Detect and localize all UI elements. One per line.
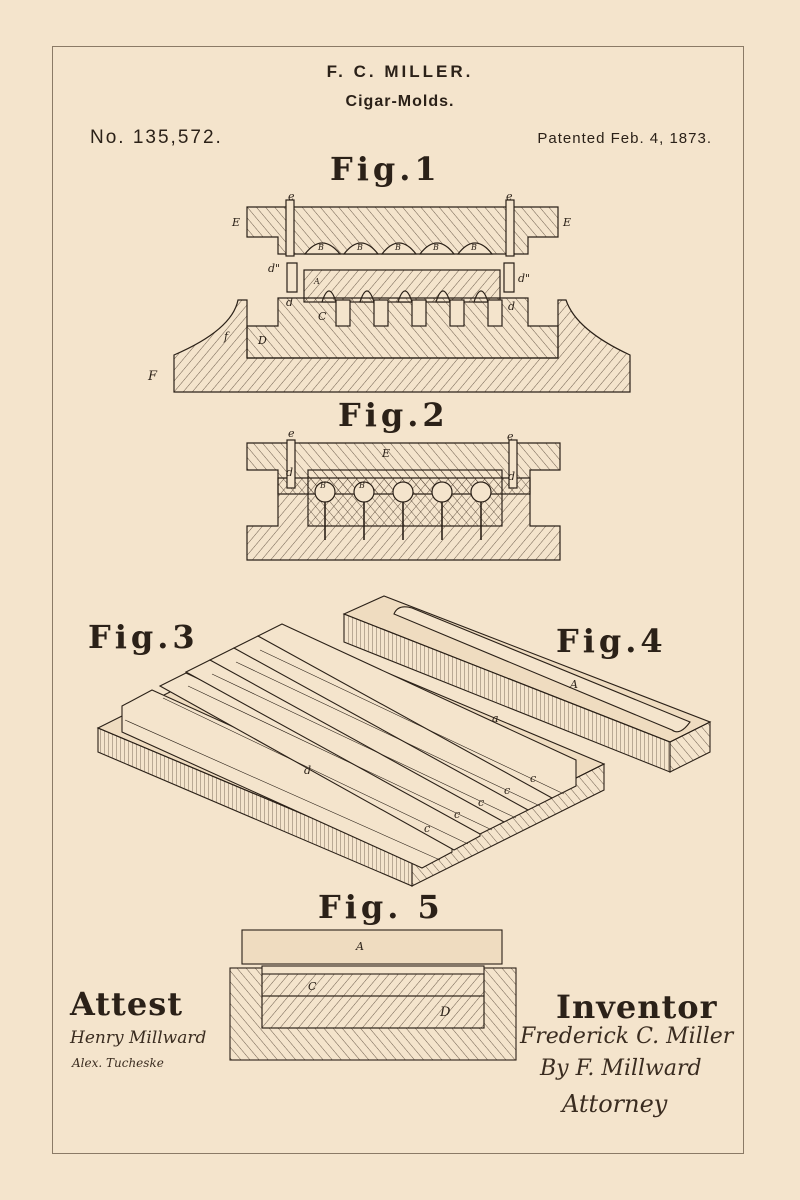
fig1-letter: E — [562, 216, 571, 229]
attest-heading: Attest — [70, 985, 183, 1023]
fig3-letter: c — [478, 796, 484, 809]
fig1-letter: B — [394, 243, 401, 252]
fig1-letter: B — [356, 243, 363, 252]
fig1-letter: d — [508, 300, 515, 313]
fig2-letter: e — [288, 427, 295, 440]
fig2-letter: B — [319, 481, 326, 490]
fig3-letter: c — [530, 772, 536, 785]
fig3-letter: c — [424, 822, 430, 835]
fig2-letter: e — [507, 430, 514, 443]
fig5-label: Fig. 5 — [318, 888, 444, 926]
fig2-letter: E — [381, 447, 390, 460]
fig5-drawing — [229, 929, 517, 1061]
fig1-letters: e e E E B B B B B d" d" A d d C f D F — [147, 190, 571, 384]
fig3-label: Fig.3 — [88, 618, 199, 656]
inventor-heading: Inventor — [556, 988, 718, 1026]
fig3-letter: c — [454, 808, 460, 821]
fig1-letter: B — [432, 243, 439, 252]
fig5-letters: A C D — [308, 940, 451, 1020]
witness-signature: Henry Millward — [70, 1028, 207, 1048]
inventor-name: F. C. MILLER. — [326, 62, 474, 81]
fig3-letter: d — [304, 764, 311, 777]
fig3-drawing — [96, 623, 606, 887]
fig4-label: Fig.4 — [556, 622, 667, 660]
fig3-letters: d c c c c c — [304, 764, 536, 835]
fig3-letter: c — [504, 784, 510, 797]
fig1-letter: E — [231, 216, 240, 229]
fig1-letter: d" — [518, 272, 530, 285]
attorney-role: Attorney — [562, 1090, 668, 1118]
fig5-letter: D — [439, 1005, 451, 1020]
fig1-letter: F — [147, 369, 158, 384]
fig2-letter: d — [286, 466, 293, 479]
fig1-letter: e — [288, 190, 295, 203]
fig1-drawing — [173, 199, 631, 393]
fig4-letters: A a — [492, 678, 578, 725]
patent-date: Patented Feb. 4, 1873. — [537, 130, 712, 147]
fig1-letter: B — [317, 243, 324, 252]
patent-number: No. 135,572. — [90, 127, 223, 148]
fig1-letter: f — [223, 330, 230, 343]
fig2-drawing — [246, 439, 561, 561]
inventor-signature: Frederick C. Miller — [520, 1024, 734, 1049]
fig2-label: Fig.2 — [338, 396, 449, 434]
fig1-letter: A — [313, 277, 320, 286]
fig1-letter: d — [286, 296, 293, 309]
fig2-letter: B — [358, 481, 365, 490]
fig5-letter: C — [308, 980, 317, 993]
attorney-by-line: By F. Millward — [540, 1056, 702, 1081]
fig5-letter: A — [355, 940, 364, 953]
fig2-letter: d — [508, 470, 515, 483]
fig1-letter: d" — [268, 262, 280, 275]
fig3-letter-a: a — [492, 712, 499, 725]
fig1-letter: e — [506, 190, 513, 203]
patent-title: Cigar-Molds. — [345, 93, 455, 110]
sheet-border — [52, 46, 744, 1154]
fig4-letter: A — [569, 678, 578, 691]
fig4-drawing — [342, 595, 712, 773]
fig1-letter: D — [257, 334, 267, 347]
fig1-letter: C — [318, 310, 327, 323]
fig1-label: Fig.1 — [330, 150, 441, 188]
witness-signature: Alex. Tucheske — [72, 1056, 164, 1070]
fig2-letters: e e E d d B B — [286, 427, 515, 490]
fig1-letter: B — [470, 243, 477, 252]
